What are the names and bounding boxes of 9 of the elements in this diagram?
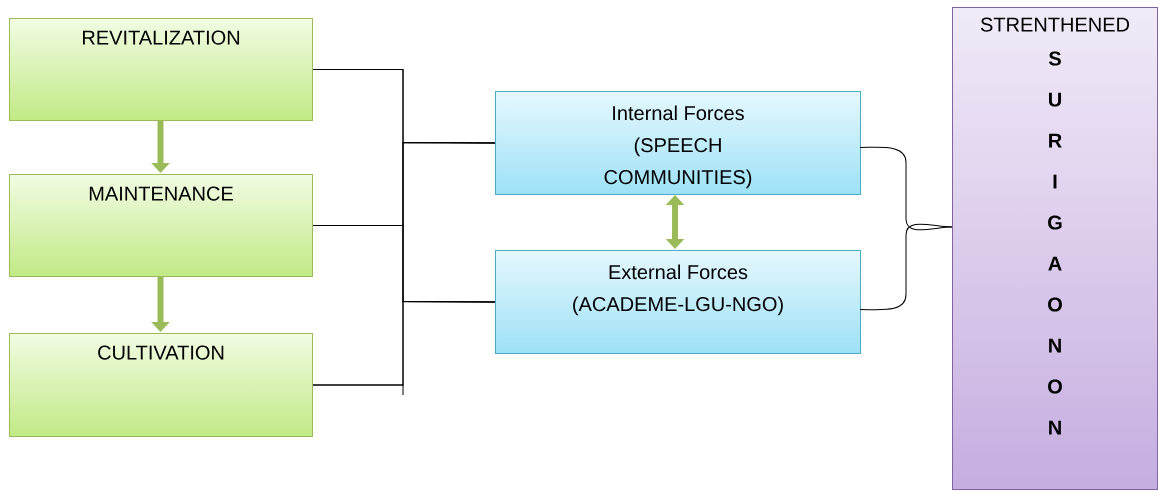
outcome-box: STRENTHENED S U R I G A O N O N — [952, 7, 1158, 490]
brace-line — [859, 223, 953, 311]
process-box: CULTIVATION — [9, 333, 313, 437]
connector-line — [312, 301, 496, 386]
process-box: REVITALIZATION — [9, 18, 313, 121]
block-arrow — [665, 195, 685, 249]
force-box: External Forces (ACADEME-LGU-NGO) — [495, 250, 861, 354]
force-box: Internal Forces (SPEECH COMMUNITIES) — [495, 91, 861, 195]
process-box: MAINTENANCE — [9, 174, 313, 277]
